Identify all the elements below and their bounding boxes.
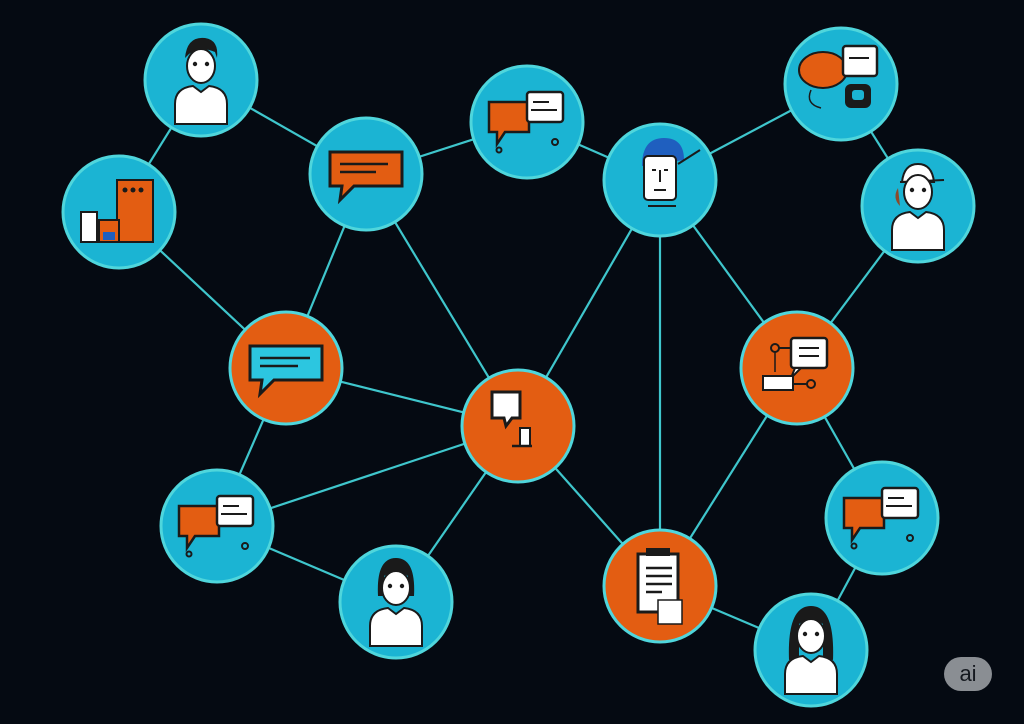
buildings-icon	[80, 179, 154, 243]
nodes-layer	[61, 22, 976, 708]
node-chat-network	[739, 310, 855, 426]
person-male-icon	[174, 37, 228, 125]
node-person-helmet	[602, 122, 718, 238]
chat-bubbles-pair-icon	[487, 90, 565, 154]
node-chat-bubbles-pair	[824, 460, 940, 576]
node-chat-bubbles-pair	[469, 64, 585, 180]
node-chat-bubbles-pair	[159, 468, 275, 584]
node-chat-bubble-orange	[308, 116, 424, 232]
chat-bubbles-pair-icon	[177, 494, 255, 558]
chat-bubble-white-icon	[490, 390, 532, 448]
chat-bubble-teal-icon	[248, 344, 324, 399]
person-helmet-icon	[642, 138, 701, 207]
node-person-female-long-hair	[753, 592, 869, 708]
node-person-hat	[860, 148, 976, 264]
chat-bubble-orange-icon	[328, 150, 404, 205]
node-buildings	[61, 154, 177, 270]
chat-bubbles-support-icon	[798, 44, 879, 109]
node-chat-bubbles-support	[783, 26, 899, 142]
node-person-female	[338, 544, 454, 660]
person-hat-icon	[891, 162, 945, 251]
clipboard-icon	[636, 548, 683, 625]
node-clipboard	[602, 528, 718, 644]
person-female-long-hair-icon	[784, 606, 838, 695]
node-chat-bubble-teal	[228, 310, 344, 426]
chat-network-icon	[762, 336, 829, 391]
person-female-icon	[369, 558, 423, 647]
node-chat-bubble-white	[460, 368, 576, 484]
chat-bubbles-pair-icon	[842, 486, 920, 550]
node-person-male	[143, 22, 259, 138]
ai-badge: ai	[944, 657, 992, 691]
